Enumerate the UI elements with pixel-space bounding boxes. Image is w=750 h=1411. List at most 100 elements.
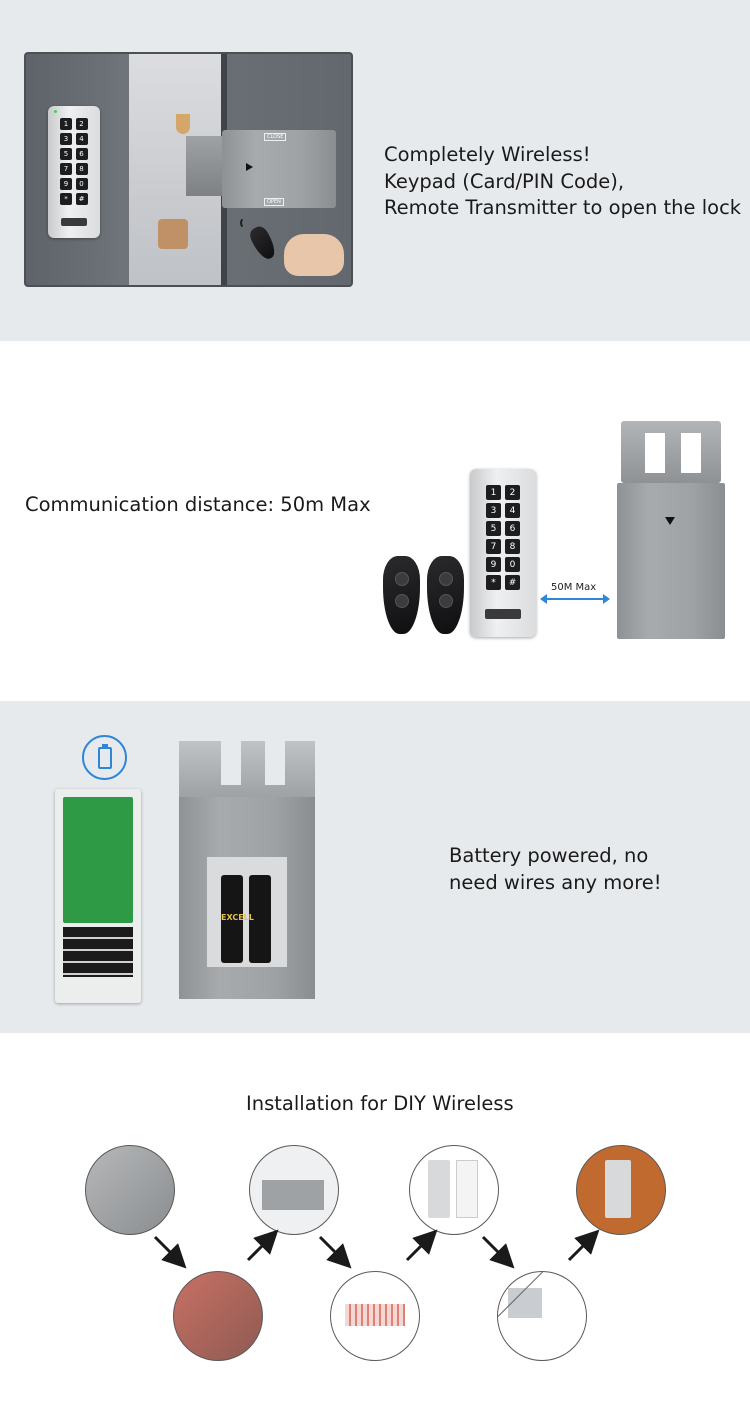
step-7-circle (576, 1145, 666, 1235)
lock-thumbnail (262, 1180, 324, 1210)
lock-arrow-icon (665, 517, 675, 525)
battery-cap (102, 744, 108, 747)
circuit-board (63, 797, 133, 923)
keypad-key: 8 (505, 539, 520, 554)
arrow-left-icon (540, 594, 547, 604)
keypad-key: 1 (486, 485, 501, 500)
keypad-key: 6 (75, 148, 88, 160)
installation-title: Installation for DIY Wireless (246, 1092, 514, 1115)
remote-in-hand (247, 223, 279, 263)
pendant-lamp (176, 114, 190, 134)
battery-pack (63, 927, 133, 977)
step-6-circle (497, 1271, 587, 1361)
keypad-internal (55, 789, 141, 1003)
arrow-icon (153, 1235, 187, 1269)
keypad-key: 4 (505, 503, 520, 518)
bracket-gap (265, 741, 285, 785)
lock-device: CLOSE OPEN (222, 130, 336, 208)
arrow-icon (567, 1229, 600, 1262)
keypad-key: 5 (60, 148, 72, 160)
card-area (485, 609, 521, 619)
step-2-circle (173, 1271, 263, 1361)
keypad-key: 0 (75, 178, 88, 190)
distance-caption: Communication distance: 50m Max (25, 493, 371, 516)
arrow-icon (246, 1229, 279, 1262)
step-3-circle (249, 1145, 339, 1235)
remote-control-2 (427, 556, 464, 634)
keypad-key: # (75, 193, 88, 205)
keypad-key: 9 (60, 178, 72, 190)
keypad-mounted (605, 1160, 631, 1218)
lock-body: EXCELL (179, 797, 315, 999)
keypad-key: 8 (75, 163, 88, 175)
arrow-icon (318, 1235, 352, 1269)
keypad-key: 3 (60, 133, 72, 145)
hero-caption-line-2: Keypad (Card/PIN Code), (384, 169, 625, 193)
side-table (158, 219, 188, 249)
lock-open-label: OPEN (264, 198, 284, 206)
hero-caption-line-3: Remote Transmitter to open the lock (384, 196, 742, 219)
keypad-key: * (486, 575, 501, 590)
backplate-thumbnail (456, 1160, 478, 1218)
lock-button (438, 572, 453, 586)
arrow-right-icon (603, 594, 610, 604)
step-1-circle (85, 1145, 175, 1235)
lock-close-label: CLOSE (264, 133, 287, 141)
bracket-gap (221, 741, 241, 785)
keypad-thumbnail (428, 1160, 450, 1218)
keypad-key: 4 (75, 133, 88, 145)
keypad-key: * (60, 193, 72, 205)
tape-thumbnail (508, 1288, 542, 1318)
remote-signal-icon (240, 217, 252, 229)
keypad-key: 5 (486, 521, 501, 536)
keypad-key: 2 (75, 118, 88, 130)
lock-device (615, 421, 728, 639)
arrow-icon (405, 1229, 438, 1262)
lock-bracket (179, 741, 315, 797)
step-4-circle (330, 1271, 420, 1361)
keypad-key: 0 (505, 557, 520, 572)
lock-button (394, 572, 409, 586)
hero-caption-line-1: Completely Wireless! (384, 143, 591, 166)
bracket-gap (681, 433, 701, 473)
unlock-button (438, 594, 453, 608)
distance-arrow (540, 594, 610, 604)
hand-photo (284, 234, 344, 276)
adhesive-strips (345, 1304, 405, 1326)
distance-label: 50M Max (551, 582, 597, 593)
keypad-key: # (505, 575, 520, 590)
installation-section: Installation for DIY Wireless (0, 1033, 750, 1411)
battery-caption-line-2: need wires any more! (449, 870, 662, 894)
battery-shape (98, 747, 112, 769)
battery-section: EXCELL Battery powered, no need wires an… (0, 701, 750, 1033)
keypad-key: 2 (505, 485, 520, 500)
step-5-circle (409, 1145, 499, 1235)
lock-arrow-icon (246, 163, 253, 171)
lock-internal: EXCELL (179, 741, 315, 999)
bracket-gap (645, 433, 665, 473)
keypad-key: 1 (60, 118, 72, 130)
keypad-key: 7 (486, 539, 501, 554)
keypad-key: 6 (505, 521, 520, 536)
remote-control-1 (383, 556, 420, 634)
lock-body (617, 483, 725, 639)
step-arrows (153, 1229, 600, 1269)
battery-caption-line-1: Battery powered, no (449, 844, 649, 867)
keypad-key: 3 (486, 503, 501, 518)
keypad-key: 7 (60, 163, 72, 175)
card-area (61, 218, 87, 226)
battery-caption: Battery powered, no need wires any more! (449, 843, 662, 896)
keypad-key: 9 (486, 557, 501, 572)
lock-bracket (186, 136, 226, 196)
battery-cell (221, 875, 243, 963)
battery-icon (82, 735, 127, 780)
arrow-icon (481, 1235, 515, 1269)
battery-compartment: EXCELL (207, 857, 287, 967)
